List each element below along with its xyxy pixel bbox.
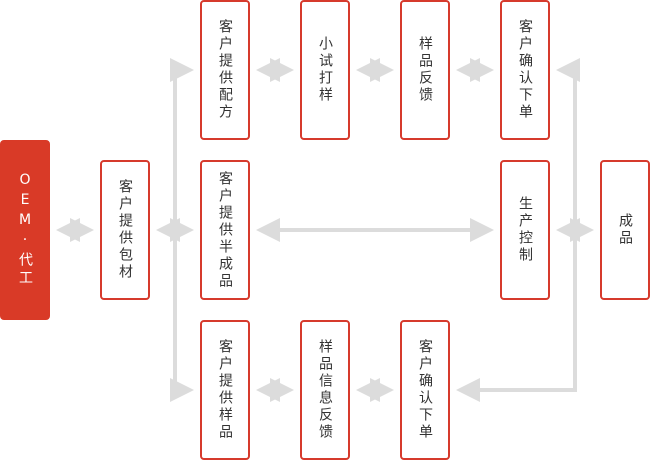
node-customer-samples[interactable]: 客户提供样品 xyxy=(200,320,250,460)
node-sample-feedback-label: 样品反馈 xyxy=(417,36,433,104)
node-sample-info-feedback[interactable]: 样品信息反馈 xyxy=(300,320,350,460)
node-trial-production[interactable]: 小试打样 xyxy=(300,0,350,140)
node-production-control[interactable]: 生产控制 xyxy=(500,160,550,300)
node-customer-samples-label: 客户提供样品 xyxy=(217,339,233,441)
node-customer-materials-label: 客户提供包材 xyxy=(117,179,133,281)
node-sample-info-feedback-label: 样品信息反馈 xyxy=(317,339,333,441)
node-customer-semi-finished-label: 客户提供半成品 xyxy=(217,170,233,290)
node-customer-order-bottom-label: 客户确认下单 xyxy=(417,339,433,441)
node-customer-materials[interactable]: 客户提供包材 xyxy=(100,160,150,300)
node-production-control-label: 生产控制 xyxy=(517,196,533,264)
node-oem[interactable]: OEM·代工 xyxy=(0,140,50,320)
node-customer-order-top-label: 客户确认下单 xyxy=(517,19,533,121)
node-customer-formula-label: 客户提供配方 xyxy=(217,19,233,121)
node-oem-label: OEM·代工 xyxy=(17,172,33,288)
node-sample-feedback[interactable]: 样品反馈 xyxy=(400,0,450,140)
connector-left-bracket xyxy=(170,58,194,402)
node-customer-semi-finished[interactable]: 客户提供半成品 xyxy=(200,160,250,300)
node-finished-product[interactable]: 成品 xyxy=(600,160,650,300)
node-customer-formula[interactable]: 客户提供配方 xyxy=(200,0,250,140)
node-customer-order-bottom[interactable]: 客户确认下单 xyxy=(400,320,450,460)
node-customer-order-top[interactable]: 客户确认下单 xyxy=(500,0,550,140)
node-trial-production-label: 小试打样 xyxy=(317,36,333,104)
node-finished-product-label: 成品 xyxy=(617,213,633,247)
